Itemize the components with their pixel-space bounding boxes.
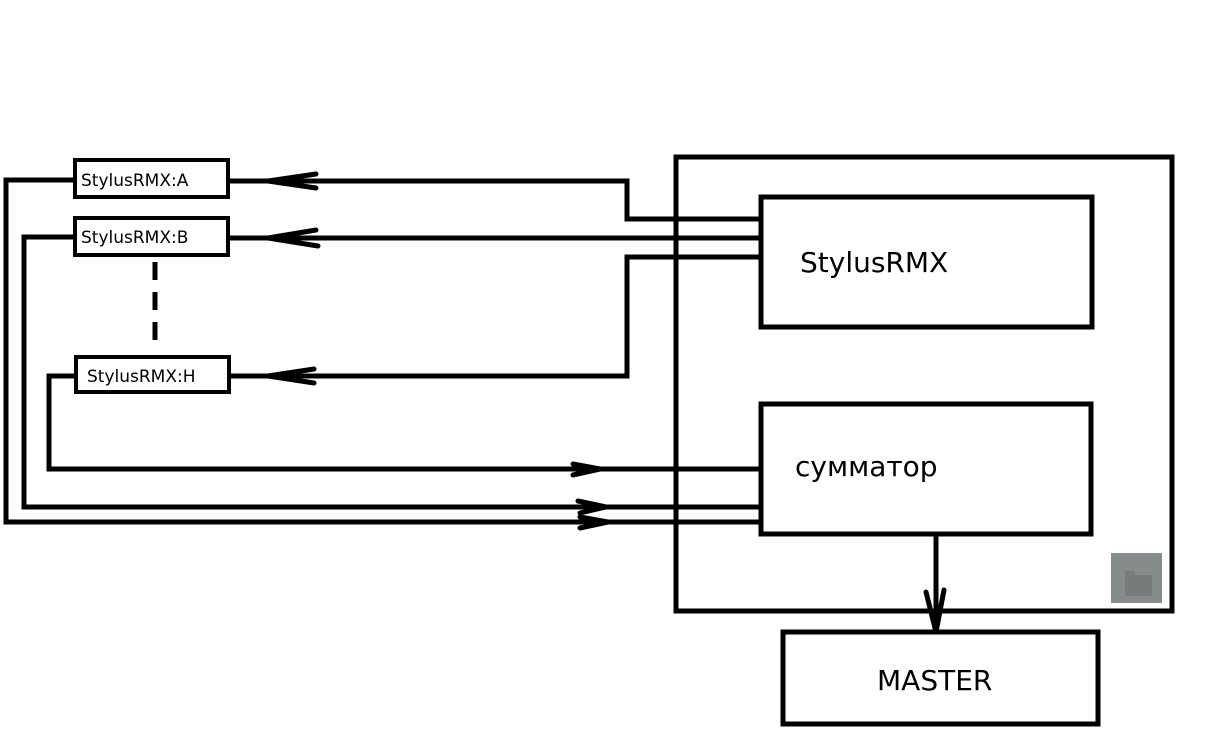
folder-icon[interactable]: [1111, 553, 1162, 603]
arrowhead-to-b: [267, 227, 321, 249]
master-box: [780, 629, 1101, 727]
node-stylus-h: StylusRMX:H: [74, 355, 231, 394]
arrowhead-to-a: [267, 171, 319, 191]
wire-a-to-summator: [3, 177, 761, 525]
stylus-a-box: [73, 158, 230, 199]
wire-stylus-to-a: [228, 178, 761, 222]
stylus-main-label: StylusRMX: [800, 246, 948, 279]
wire-b-to-summator: [21, 234, 761, 510]
node-summator: сумматор: [758, 401, 1094, 537]
node-stylus-a: StylusRMX:A: [73, 158, 230, 199]
master-label: MASTER: [877, 664, 992, 697]
stylus-b-label: StylusRMX:B: [81, 228, 188, 248]
arrowhead-to-h: [267, 366, 317, 386]
node-stylus-b: StylusRMX:B: [73, 216, 230, 257]
node-master: MASTER: [780, 629, 1101, 727]
arrowhead-a-to-summator: [577, 514, 609, 531]
summator-label: сумматор: [795, 450, 938, 483]
wire-stylus-to-h: [229, 254, 761, 379]
arrowhead-h-to-summator: [570, 461, 601, 478]
stylus-h-label: StylusRMX:H: [87, 367, 196, 387]
summator-box: [758, 401, 1094, 537]
wire-h-to-summator: [46, 373, 761, 472]
stylus-a-label: StylusRMX:A: [81, 171, 189, 191]
arrowhead-to-master: [923, 587, 947, 633]
arrowhead-b-to-summator: [575, 498, 607, 516]
node-stylus-main: StylusRMX: [758, 194, 1095, 330]
stylus-main-box: [758, 194, 1095, 330]
